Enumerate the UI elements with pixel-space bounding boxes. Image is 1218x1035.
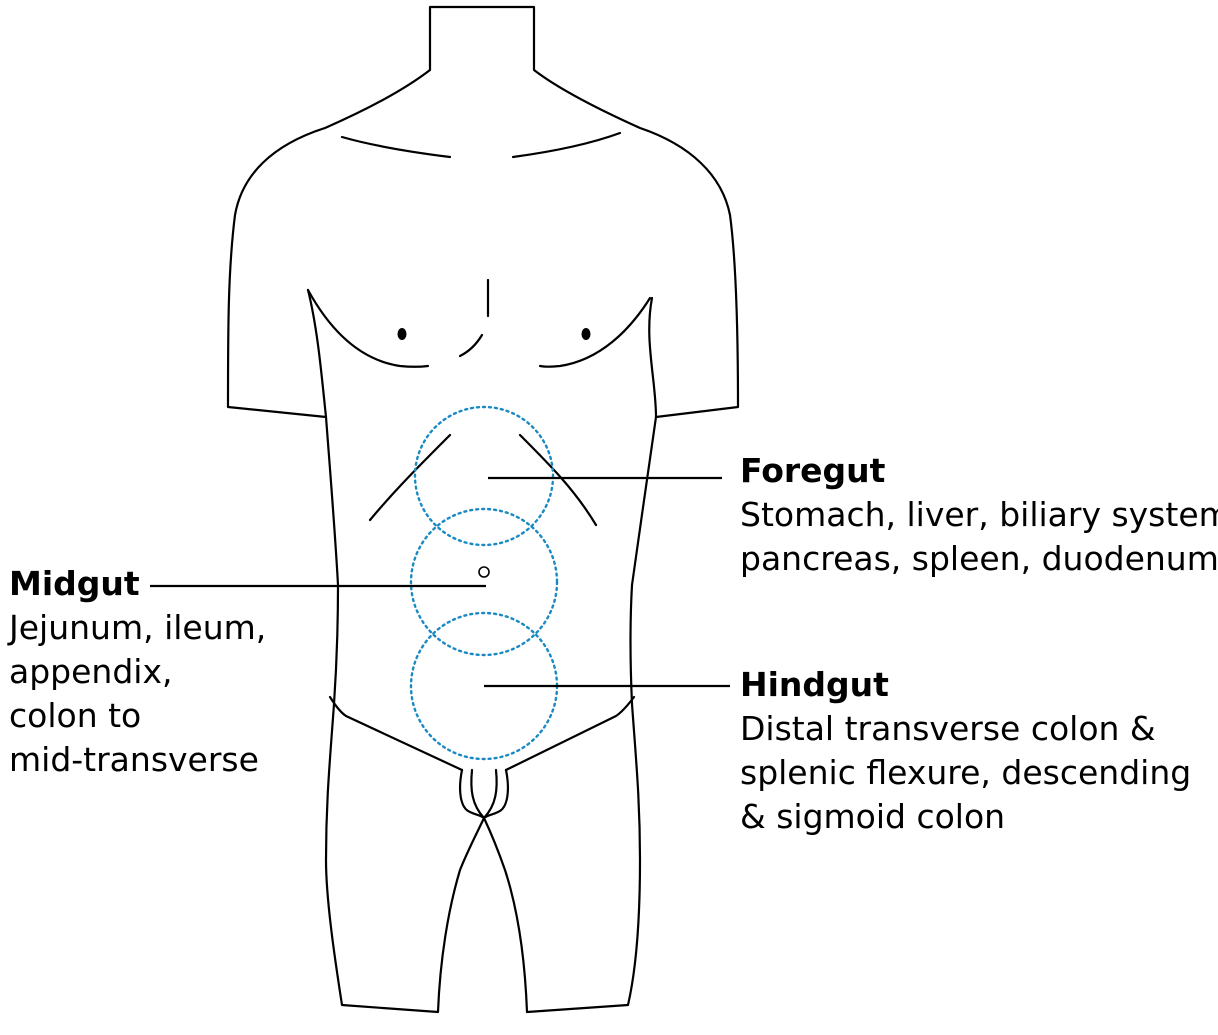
foregut-desc-line-2: pancreas, spleen, duodenum xyxy=(740,539,1218,578)
foregut-region-circle xyxy=(413,405,555,547)
genital-outline xyxy=(459,768,509,820)
left-costal-margin xyxy=(368,433,452,522)
genital-inner-right xyxy=(482,768,498,820)
right-groin-line xyxy=(504,695,636,772)
midgut-desc-line-4: mid-transverse xyxy=(9,740,259,779)
midgut-title: Midgut xyxy=(9,564,140,603)
hindgut-desc-line-1: Distal transverse colon & xyxy=(740,709,1156,748)
left-pectoral xyxy=(306,288,430,368)
left-groin-line xyxy=(328,695,464,772)
hindgut-title: Hindgut xyxy=(740,665,889,704)
right-clavicle xyxy=(511,131,622,159)
foregut-title: Foregut xyxy=(740,451,886,490)
left-clavicle xyxy=(340,135,452,159)
hindgut-desc-line-3: & sigmoid colon xyxy=(740,797,1006,836)
hindgut-desc-line-2: splenic flexure, descending xyxy=(740,753,1192,792)
midgut-desc-line-2: appendix, xyxy=(9,652,173,691)
foregut-desc-line-1: Stomach, liver, biliary system, xyxy=(740,495,1218,534)
right-pectoral xyxy=(538,296,652,368)
right-arm-inner xyxy=(648,296,658,419)
right-costal-margin xyxy=(518,433,598,527)
left-arm-inner xyxy=(306,288,328,419)
right-nipple xyxy=(581,328,591,340)
midgut-label: Midgut Jejunum, ileum, appendix, colon t… xyxy=(9,562,266,782)
umbilicus xyxy=(478,566,490,578)
hindgut-label: Hindgut Distal transverse colon & spleni… xyxy=(740,663,1191,839)
xiphoid-curve xyxy=(458,333,484,358)
midgut-desc-line-3: colon to xyxy=(9,696,142,735)
midgut-desc-line-1: Jejunum, ileum, xyxy=(9,608,267,647)
foregut-label: Foregut Stomach, liver, biliary system, … xyxy=(740,449,1218,581)
left-nipple xyxy=(397,328,407,340)
midgut-region-circle xyxy=(409,507,559,657)
genital-inner-left xyxy=(470,768,486,820)
body-outline xyxy=(226,5,740,1014)
